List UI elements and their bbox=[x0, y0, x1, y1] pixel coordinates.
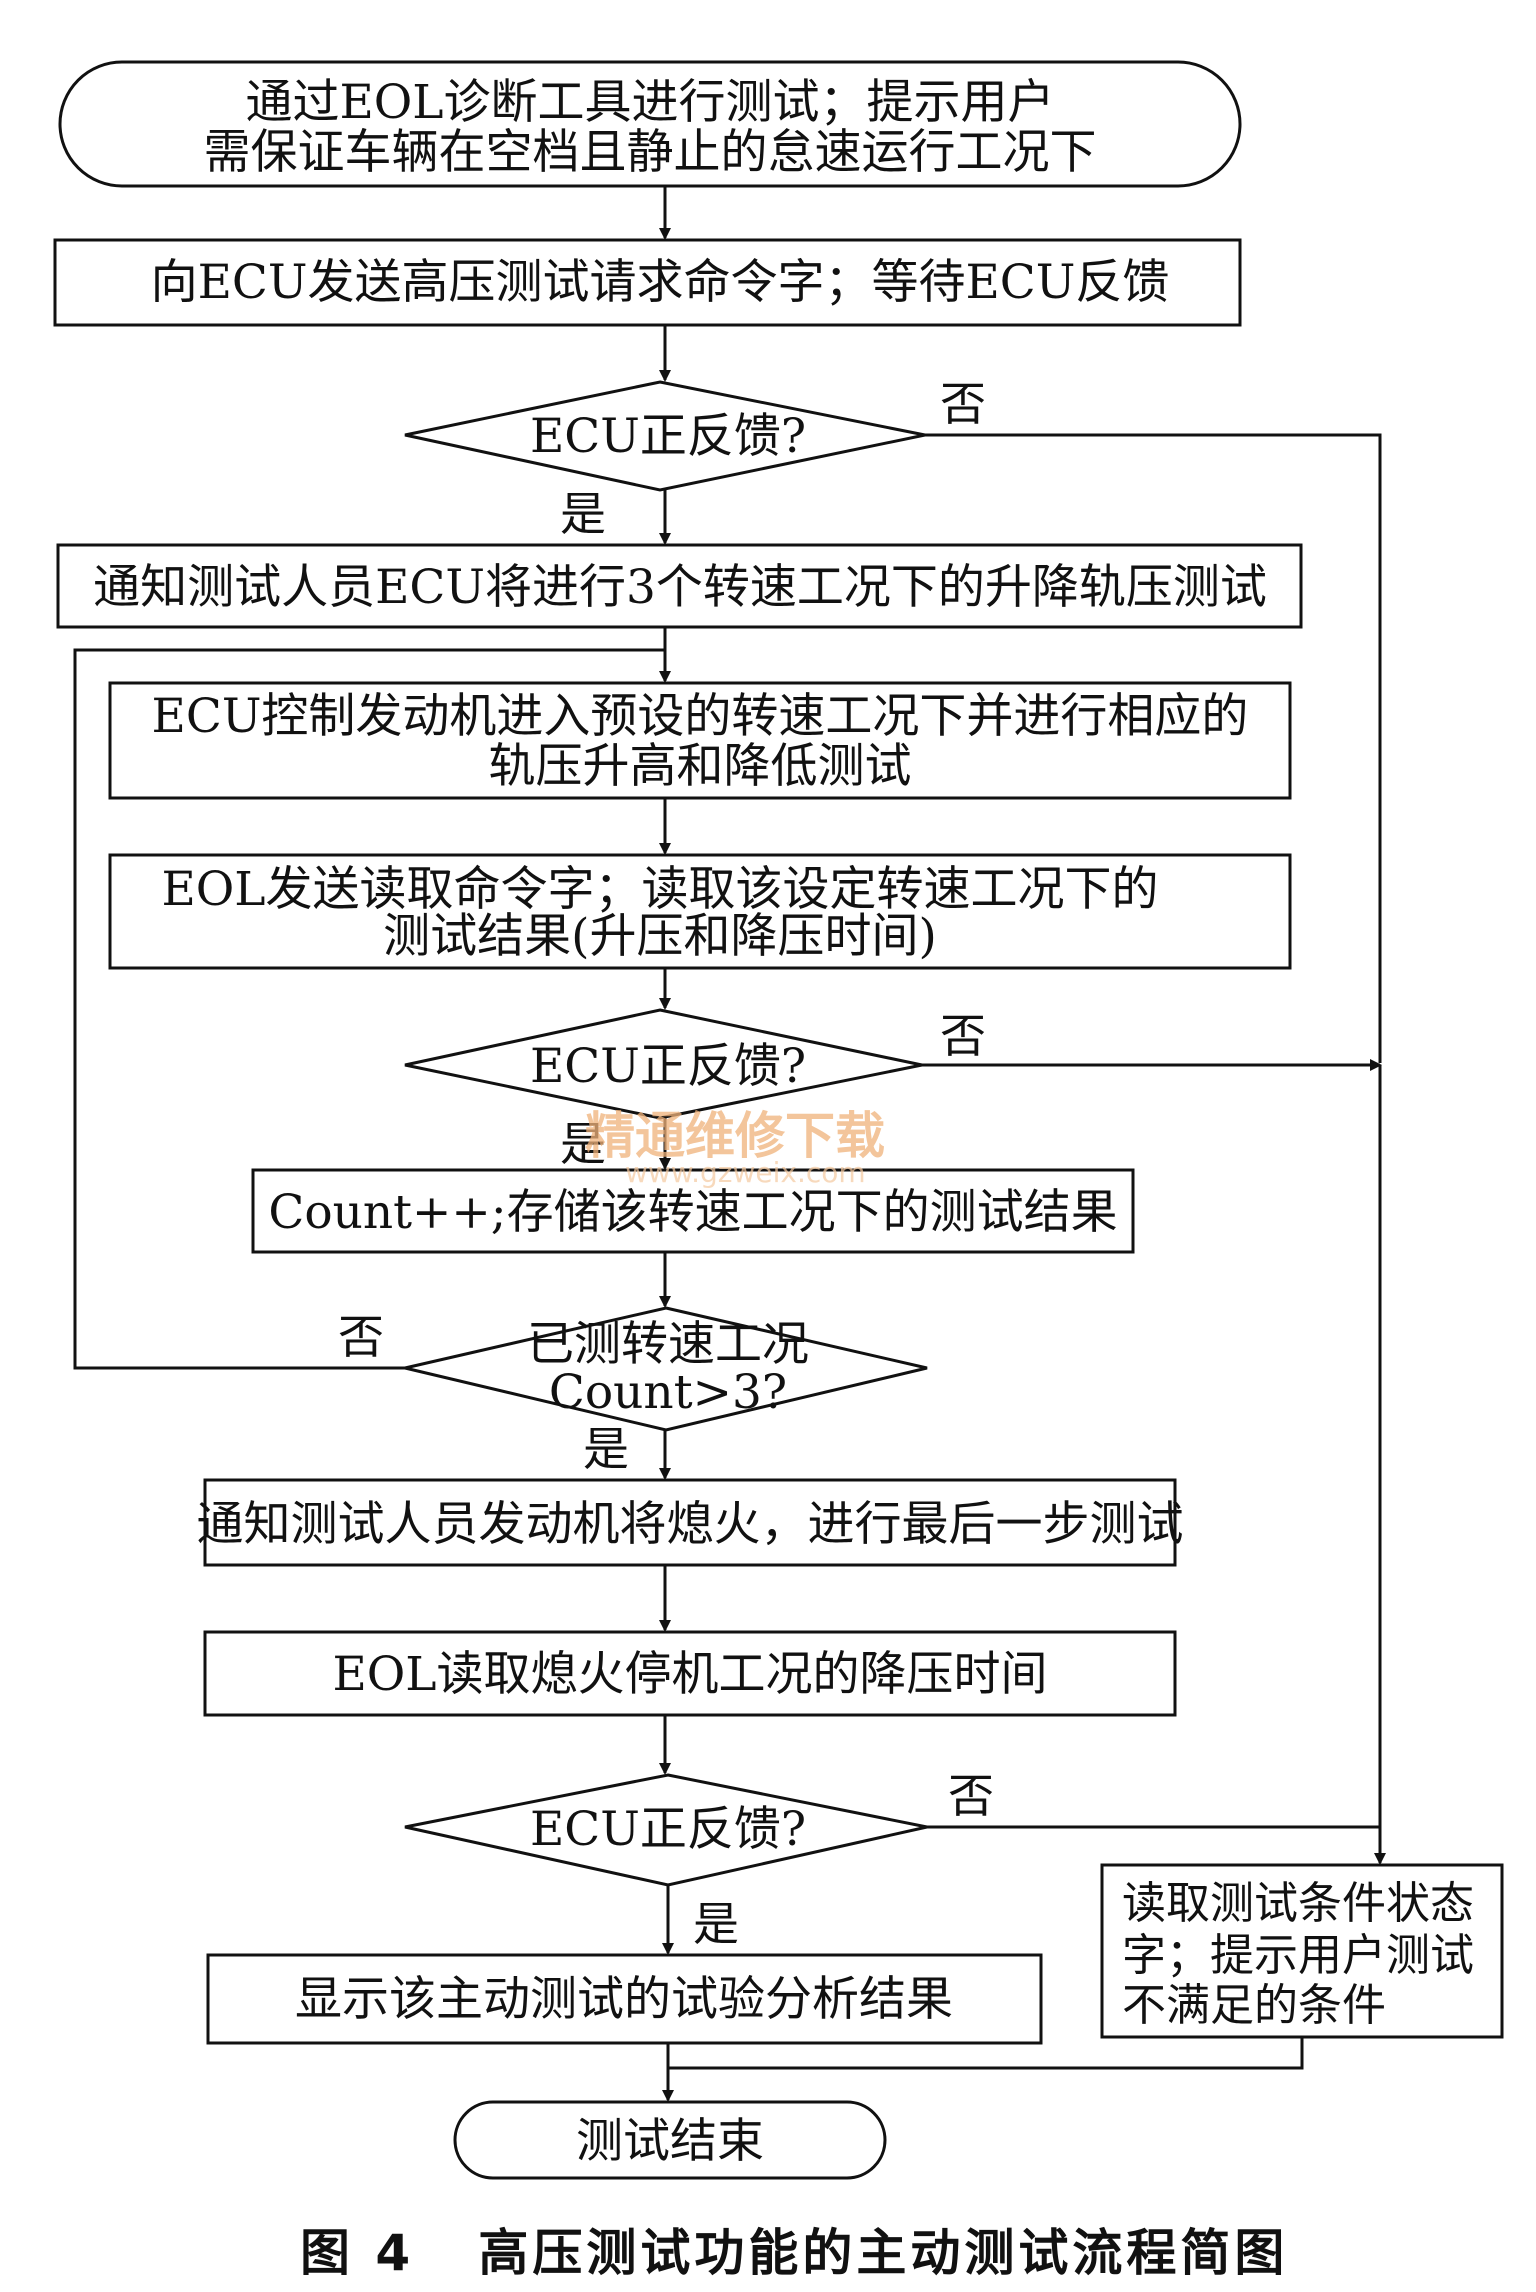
end-text: 测试结束 bbox=[576, 2114, 764, 2169]
decision4-text: ECU正反馈? bbox=[530, 1802, 806, 1857]
notify-stall-box bbox=[203, 1478, 1177, 1567]
decision1-text: ECU正反馈? bbox=[530, 409, 806, 464]
decision2-diamond bbox=[404, 1008, 923, 1120]
decision2-yes-label: 是 bbox=[560, 1117, 606, 1171]
send-request-box bbox=[53, 238, 1242, 327]
decision1-no-label: 否 bbox=[940, 377, 986, 431]
ecu-control-box bbox=[108, 681, 1292, 800]
decision3-no-label: 否 bbox=[338, 1310, 384, 1364]
ecu-control-text-1: ECU控制发动机进入预设的转速工况下并进行相应的 bbox=[152, 689, 1249, 744]
read-conditions-text-2: 字；提示用户测试 bbox=[1122, 1930, 1474, 1981]
line-decision1-no bbox=[925, 433, 1382, 1063]
read-conditions-text-3: 不满足的条件 bbox=[1122, 1980, 1386, 2031]
show-result-box bbox=[206, 1953, 1043, 2045]
start-terminal bbox=[58, 60, 1242, 188]
watermark-url: www.gzweix.com bbox=[625, 1156, 866, 1189]
line-decision3-no-loop bbox=[73, 648, 665, 1370]
notify-three-text: 通知测试人员ECU将进行3个转速工况下的升降轨压测试 bbox=[93, 560, 1267, 615]
watermark-text: 精通维修下载 bbox=[585, 1107, 885, 1165]
eol-read-box bbox=[108, 853, 1292, 970]
start-text-2: 需保证车辆在空档且静止的怠速运行工况下 bbox=[204, 125, 1097, 180]
show-result-text: 显示该主动测试的试验分析结果 bbox=[295, 1972, 953, 2027]
decision4-no-label: 否 bbox=[948, 1769, 994, 1823]
eol-read-text-2: 测试结果(升压和降压时间) bbox=[383, 909, 937, 964]
decision4-yes-label: 是 bbox=[693, 1897, 739, 1951]
end-terminal bbox=[453, 2100, 887, 2180]
eol-stall-text: EOL读取熄火停机工况的降压时间 bbox=[332, 1647, 1047, 1702]
start-text-1: 通过EOL诊断工具进行测试；提示用户 bbox=[245, 75, 1054, 130]
count-store-box bbox=[251, 1168, 1135, 1254]
decision3-text-2: Count>3? bbox=[549, 1365, 787, 1420]
eol-stall-box bbox=[203, 1630, 1177, 1717]
read-conditions-text-1: 读取测试条件状态 bbox=[1122, 1878, 1474, 1929]
decision1-yes-label: 是 bbox=[560, 487, 606, 541]
figure-caption: 图 4 高压测试功能的主动测试流程简图 bbox=[300, 2224, 1288, 2282]
notify-three-box bbox=[56, 543, 1303, 629]
decision3-text-1: 已测转速工况 bbox=[527, 1317, 809, 1372]
decision3-yes-label: 是 bbox=[583, 1422, 629, 1476]
notify-stall-text: 通知测试人员发动机将熄火，进行最后一步测试 bbox=[197, 1497, 1184, 1552]
decision2-text: ECU正反馈? bbox=[530, 1039, 806, 1094]
send-request-text: 向ECU发送高压测试请求命令字；等待ECU反馈 bbox=[151, 255, 1170, 310]
line-read-conditions-to-end bbox=[668, 2037, 1304, 2070]
decision1-diamond bbox=[404, 380, 926, 492]
count-store-text: Count++;存储该转速工况下的测试结果 bbox=[268, 1185, 1117, 1240]
ecu-control-text-2: 轨压升高和降低测试 bbox=[489, 739, 912, 794]
decision2-no-label: 否 bbox=[940, 1009, 986, 1063]
eol-read-text-1: EOL发送读取命令字；读取该设定转速工况下的 bbox=[161, 862, 1158, 917]
